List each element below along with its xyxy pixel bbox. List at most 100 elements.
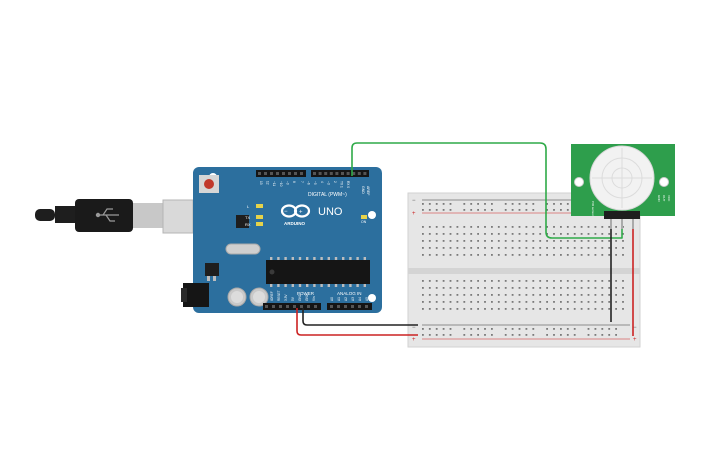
breadboard-hole [504, 280, 507, 282]
pir-pin-label-gnd: GND [657, 195, 661, 203]
chip-leg [298, 257, 302, 260]
pir-pin-out[interactable] [621, 219, 623, 229]
breadboard-hole [546, 226, 548, 228]
digital-header-left[interactable] [256, 170, 306, 177]
rail-hole [463, 203, 466, 205]
breadboard-hole [497, 308, 500, 310]
usb-cable[interactable] [35, 199, 194, 234]
pir-mounting-hole [659, 177, 669, 187]
chip-leg [320, 284, 323, 287]
rail-hole [546, 328, 548, 330]
digital-pin-label: 13 [259, 181, 263, 185]
breadboard-hole [456, 294, 459, 296]
power-pin-label: IOREF [270, 291, 274, 301]
header-hole [288, 172, 291, 175]
power-pin-label: GND [298, 293, 302, 301]
breadboard-hole [463, 280, 466, 282]
breadboard-hole [601, 280, 604, 282]
breadboard-center-channel [408, 268, 640, 274]
breadboard-hole [573, 240, 576, 242]
rail-hole [511, 334, 514, 336]
breadboard-hole [553, 301, 555, 303]
header-hole [357, 172, 361, 175]
mounting-hole [368, 294, 376, 302]
breadboard-hole [435, 240, 438, 242]
led-tx [256, 215, 263, 219]
header-hole [272, 305, 275, 308]
header-hole [365, 305, 368, 308]
digital-header-right[interactable] [311, 170, 369, 177]
chip-leg [277, 284, 280, 287]
breadboard-hole [518, 226, 521, 228]
breadboard-hole [470, 280, 473, 282]
breadboard-hole [422, 226, 424, 228]
breadboard-hole [428, 240, 431, 242]
breadboard-hole [525, 226, 528, 228]
rail-hole [546, 203, 548, 205]
breadboard-hole [435, 301, 438, 303]
wire-5v-to-plus-rail[interactable] [296, 308, 418, 336]
breadboard-hole [470, 287, 473, 289]
breadboard-hole [504, 226, 507, 228]
breadboard-hole [449, 254, 452, 256]
pir-pin-label-out: OUT [662, 195, 666, 202]
wires[interactable] [296, 142, 634, 336]
breadboard-hole [504, 233, 507, 235]
breadboard-hole [601, 308, 604, 310]
rail-hole [560, 209, 562, 211]
arduino-logo-icon [280, 204, 311, 218]
breadboard-hole [587, 247, 590, 249]
power-header[interactable] [263, 303, 321, 310]
breadboard-hole [539, 247, 542, 249]
breadboard-hole [580, 254, 583, 256]
header-hole [294, 172, 297, 175]
pir-pin-vcc[interactable] [632, 219, 634, 229]
breadboard-hole [560, 247, 562, 249]
breadboard-hole [601, 254, 604, 256]
rail-hole [428, 209, 431, 211]
power-jack[interactable] [183, 283, 209, 307]
analog-pin-label: A2 [344, 297, 348, 301]
wire-signal-pin2-to-pir-out[interactable] [351, 142, 623, 239]
rail-hole [532, 328, 535, 330]
led-rx [256, 222, 263, 226]
header-hole [337, 305, 340, 308]
breadboard-hole [449, 308, 452, 310]
breadboard-hole [497, 233, 500, 235]
rail-hole [449, 203, 452, 205]
breadboard-hole [615, 226, 617, 228]
breadboard-hole [532, 308, 535, 310]
header-hole [324, 172, 328, 175]
breadboard-hole [622, 240, 624, 242]
header-hole [265, 305, 268, 308]
rail-hole [546, 334, 548, 336]
digital-pin-label: RX 0 [346, 181, 350, 188]
chip-notch [269, 269, 275, 275]
reset-button[interactable] [204, 179, 214, 189]
breadboard-hole [497, 240, 500, 242]
breadboard-hole [484, 247, 486, 249]
pir-sensor[interactable]: PIR sensor GND OUT VCC [571, 144, 675, 229]
breadboard[interactable]: − + − + − + [407, 192, 641, 348]
rail-hole [587, 334, 590, 336]
rail-hole [422, 334, 424, 336]
breadboard-hole [608, 233, 611, 235]
analog-pin-label: A0 [330, 297, 334, 301]
rail-hole [435, 328, 438, 330]
rail-hole [477, 209, 479, 211]
breadboard-hole [491, 301, 493, 303]
breadboard-hole [470, 247, 473, 249]
breadboard-hole [573, 280, 576, 282]
breadboard-hole [518, 301, 521, 303]
gnd-label: GND [361, 186, 365, 194]
breadboard-hole [470, 301, 473, 303]
analog-pin-label: A5 [365, 297, 369, 301]
breadboard-hole [573, 301, 576, 303]
rail-hole [504, 209, 507, 211]
wire-gnd-to-minus-rail[interactable] [302, 308, 418, 326]
breadboard-hole [546, 301, 548, 303]
analog-header[interactable] [327, 303, 372, 310]
pir-pin-gnd[interactable] [610, 219, 612, 229]
